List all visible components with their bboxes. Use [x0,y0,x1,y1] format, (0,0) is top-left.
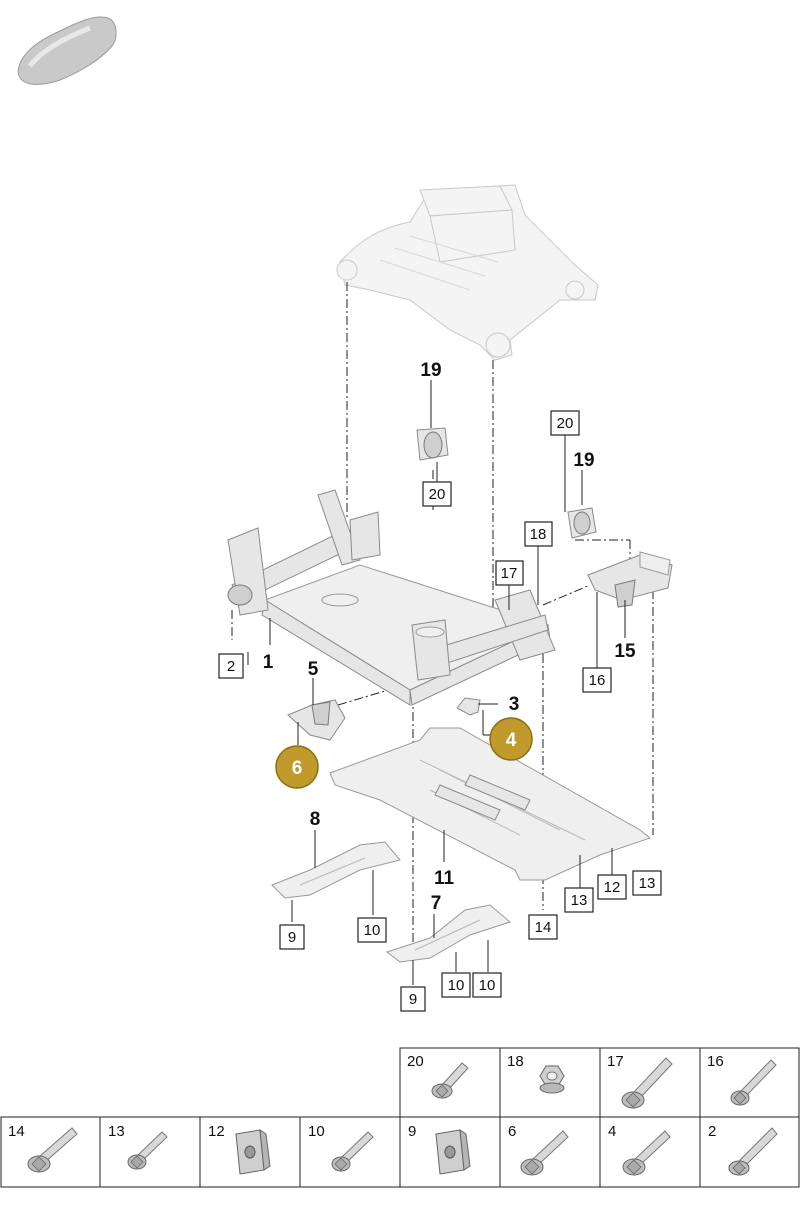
fastener-label-4: 4 [608,1123,616,1140]
bolt-6-icon [520,1130,569,1176]
callout-4: 4 [506,730,517,751]
callout-20-right: 20 [557,415,574,432]
bolt-4-icon [622,1130,671,1176]
callout-13-right: 13 [639,875,656,892]
drive-unit-ghost [336,184,599,361]
fastener-table: 20 18 17 16 14 13 12 10 9 6 4 2 [0,1047,800,1188]
brace-part-7 [385,904,512,963]
bolt-2-icon [728,1127,778,1176]
callout-3: 3 [509,694,520,715]
callout-10-left: 10 [364,922,381,939]
callout-16: 16 [589,672,606,689]
brace-part-8 [271,841,401,899]
callout-13-left: 13 [571,892,588,909]
bolt-10-icon [331,1131,374,1172]
bushing-part-19-center [416,427,449,461]
fastener-label-17: 17 [607,1053,624,1070]
callout-12: 12 [604,879,621,896]
bolt-flange-20-icon [431,1062,469,1099]
nut-18-icon [539,1065,565,1094]
callout-6-highlight: 6 [275,745,319,789]
callout-5: 5 [308,659,319,680]
callout-10-middle: 10 [448,977,465,994]
callout-19-right: 19 [573,450,594,471]
boxed-callouts: 20 20 18 17 2 16 13 12 13 14 9 10 9 10 1… [218,410,662,1012]
front-subframe-part-1 [227,489,556,706]
bushing-part-19-right [567,507,597,539]
fastener-label-10: 10 [308,1123,325,1140]
fastener-label-9: 9 [408,1123,416,1140]
callout-6: 6 [292,758,303,779]
fastener-label-18: 18 [507,1053,524,1070]
fastener-label-13: 13 [108,1123,125,1140]
fastener-label-2: 2 [708,1123,716,1140]
callout-10-right: 10 [479,977,496,994]
bolt-14-icon [27,1127,78,1173]
bracket-part-5 [287,699,346,741]
callout-15: 15 [614,641,636,662]
vehicle-thumbnail-icon [17,16,117,85]
fastener-label-14: 14 [8,1123,25,1140]
callout-18: 18 [530,526,547,543]
bolt-long-17-icon [621,1057,673,1109]
callout-11: 11 [434,868,455,889]
callout-17: 17 [501,565,518,582]
bracket-part-15 [587,551,673,608]
callout-2: 2 [227,658,235,675]
bolt-13-icon [127,1131,168,1170]
callout-19-center: 19 [420,360,441,381]
callout-1: 1 [263,652,274,673]
clip-nut-9-icon [435,1128,471,1175]
bolt-16-icon [730,1059,777,1106]
clip-nut-12-icon [235,1128,271,1175]
leader-lines [247,380,626,985]
fastener-label-6: 6 [508,1123,516,1140]
callout-14: 14 [535,919,552,936]
bracket-part-3 [456,697,481,716]
callout-9-lower: 9 [409,991,417,1008]
fastener-label-16: 16 [707,1053,724,1070]
underbody-panel-part-11 [329,727,652,881]
callout-4-highlight: 4 [489,717,533,761]
callout-20-center: 20 [429,486,446,503]
callout-8: 8 [310,809,321,830]
callout-7: 7 [431,893,442,914]
callout-9-upper: 9 [288,929,296,946]
fastener-label-20: 20 [407,1053,424,1070]
fastener-label-12: 12 [208,1123,225,1140]
